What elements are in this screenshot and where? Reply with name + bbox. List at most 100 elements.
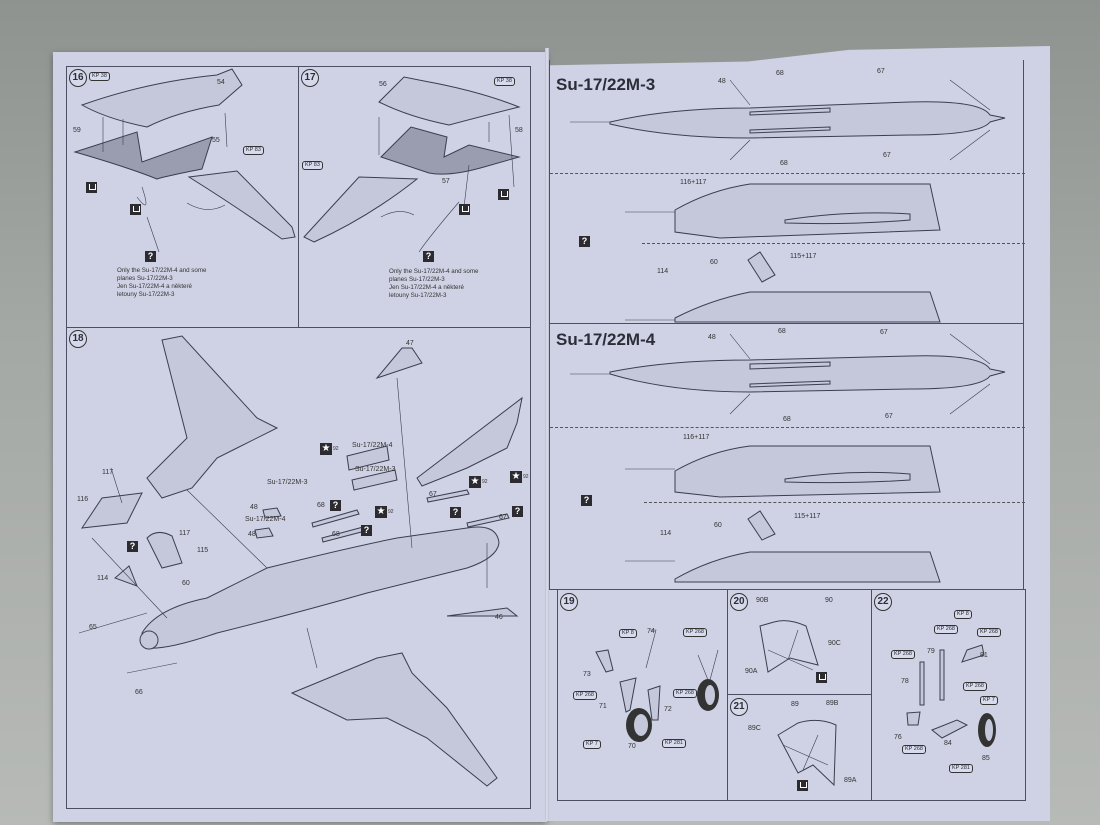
part-label: 59 xyxy=(73,127,81,134)
note-line: planes Su-17/22M-3 xyxy=(389,276,445,283)
variant-label: Su-17/22M-4 xyxy=(245,516,286,523)
part-label: 71 xyxy=(599,703,607,710)
part-label: 47 xyxy=(406,340,414,347)
kp-label: KP 268 xyxy=(673,689,697,698)
view-divider xyxy=(644,502,1025,503)
part-label: 56 xyxy=(379,81,387,88)
kp-label: KP 268 xyxy=(977,628,1001,637)
part-label: 73 xyxy=(583,671,591,678)
kp-label: KP 8 xyxy=(619,629,637,638)
part-label: 114 xyxy=(660,530,672,537)
note-line: Only the Su-17/22M-4 and some xyxy=(389,268,479,275)
kp-label: KP 8 xyxy=(954,610,972,619)
part-label: 68 xyxy=(780,160,788,167)
part-label: 85 xyxy=(982,755,990,762)
step-19-number: 19 xyxy=(560,593,578,611)
decal-label: 92 xyxy=(523,474,529,480)
part-label: 67 xyxy=(883,152,891,159)
part-label: 68 xyxy=(776,70,784,77)
view-divider xyxy=(550,173,1025,174)
part-label: 90 xyxy=(825,597,833,604)
variant-su17-m3-panel: Su-17/22M-3 48 68 67 68 67 116+117 ? 114… xyxy=(549,60,1025,324)
question-icon: ? xyxy=(145,251,156,262)
question-icon: ? xyxy=(450,507,461,518)
note-line: letouny Su-17/22M-3 xyxy=(117,291,175,298)
m4-top-view-drawing xyxy=(570,333,1006,583)
decal-label: 92 xyxy=(482,479,488,485)
decal-label: 92 xyxy=(388,509,394,515)
kp-label: KP 268 xyxy=(902,745,926,754)
part-label: 79 xyxy=(927,648,935,655)
part-label: 67 xyxy=(880,329,888,336)
question-icon: ? xyxy=(330,500,341,511)
part-label: 67 xyxy=(885,413,893,420)
glue-icon xyxy=(459,204,470,215)
decal-label: 92 xyxy=(333,446,339,452)
kp-label: KP 38 xyxy=(89,72,110,81)
note-line: letouny Su-17/22M-3 xyxy=(389,292,447,299)
part-label: 48 xyxy=(248,531,256,538)
part-label: 66 xyxy=(135,689,143,696)
part-label: 48 xyxy=(718,78,726,85)
view-divider xyxy=(550,427,1025,428)
part-label: 89B xyxy=(826,700,839,707)
kp-label: KP 7 xyxy=(980,696,998,705)
step-21-number: 21 xyxy=(730,698,748,716)
step-20-panel: 20 90B 90 90C 90A xyxy=(727,589,872,695)
question-icon: ? xyxy=(361,525,372,536)
kp-label: KP 38 xyxy=(494,77,515,86)
part-label: 68 xyxy=(783,416,791,423)
step-16-drawing xyxy=(73,68,296,253)
part-label: 89C xyxy=(748,725,761,732)
part-label: 114 xyxy=(97,575,109,582)
step-19-drawing xyxy=(595,629,719,742)
kp-label: KP 268 xyxy=(891,650,915,659)
kp-label: KP 281 xyxy=(662,739,686,748)
step-22-panel: 22 KP 8 KP 268 KP 268 KP 268 79 81 78 KP… xyxy=(871,589,1026,801)
part-label: 117 xyxy=(179,530,191,537)
part-label: 46 xyxy=(495,614,503,621)
part-label: 57 xyxy=(442,178,450,185)
variant-title: Su-17/22M-3 xyxy=(556,75,656,94)
glue-icon xyxy=(816,672,827,683)
part-label: 89A xyxy=(844,777,857,784)
part-label: 116+117 xyxy=(680,179,707,186)
decal-star-icon: ★ xyxy=(510,471,522,483)
glue-icon xyxy=(130,204,141,215)
step-22-number: 22 xyxy=(874,593,892,611)
variant-title: Su-17/22M-4 xyxy=(556,330,656,349)
part-label: 60 xyxy=(182,580,190,587)
part-label: 90B xyxy=(756,597,769,604)
view-divider xyxy=(642,243,1025,244)
kp-label: KP 83 xyxy=(243,146,264,155)
decal-star-icon: ★ xyxy=(320,443,332,455)
decal-star-icon: ★ xyxy=(375,506,387,518)
part-label: 54 xyxy=(217,79,225,86)
part-label: 89 xyxy=(791,701,799,708)
m3-top-view-drawing xyxy=(570,79,1006,323)
part-label: 48 xyxy=(250,504,258,511)
part-label: 117 xyxy=(102,469,114,476)
part-label: 115 xyxy=(197,547,209,554)
part-label: 115+117 xyxy=(790,253,817,260)
kp-label: KP 83 xyxy=(302,161,323,170)
step-17-drawing xyxy=(303,76,521,253)
kp-label: KP 268 xyxy=(683,628,707,637)
part-label: 74 xyxy=(647,628,655,635)
kp-label: KP 268 xyxy=(934,625,958,634)
step-16-panel: 16 KP 38 54 59 55 KP 83 ? Only the Su-17… xyxy=(66,66,299,328)
step-18-panel: 18 47 117 116 117 115 114 xyxy=(66,327,531,809)
part-label: 68 xyxy=(332,531,340,538)
decal-star-icon: ★ xyxy=(469,476,481,488)
part-label: 84 xyxy=(944,740,952,747)
variant-label: Su-17/22M-3 xyxy=(267,479,308,486)
variant-su17-m4-panel: Su-17/22M-4 48 68 67 68 67 116+117 ? 114… xyxy=(549,323,1025,590)
note-line: planes Su-17/22M-3 xyxy=(117,275,173,282)
kp-label: KP 268 xyxy=(963,682,987,691)
step-17-panel: 17 KP 38 56 58 KP 83 57 ? Only the Su-17… xyxy=(298,66,531,328)
step-20-number: 20 xyxy=(730,593,748,611)
step-19-panel: 19 KP 8 74 KP 268 73 KP 268 KP 268 71 72… xyxy=(557,589,728,801)
part-label: 60 xyxy=(714,522,722,529)
part-label: 70 xyxy=(628,743,636,750)
part-label: 90C xyxy=(828,640,841,647)
